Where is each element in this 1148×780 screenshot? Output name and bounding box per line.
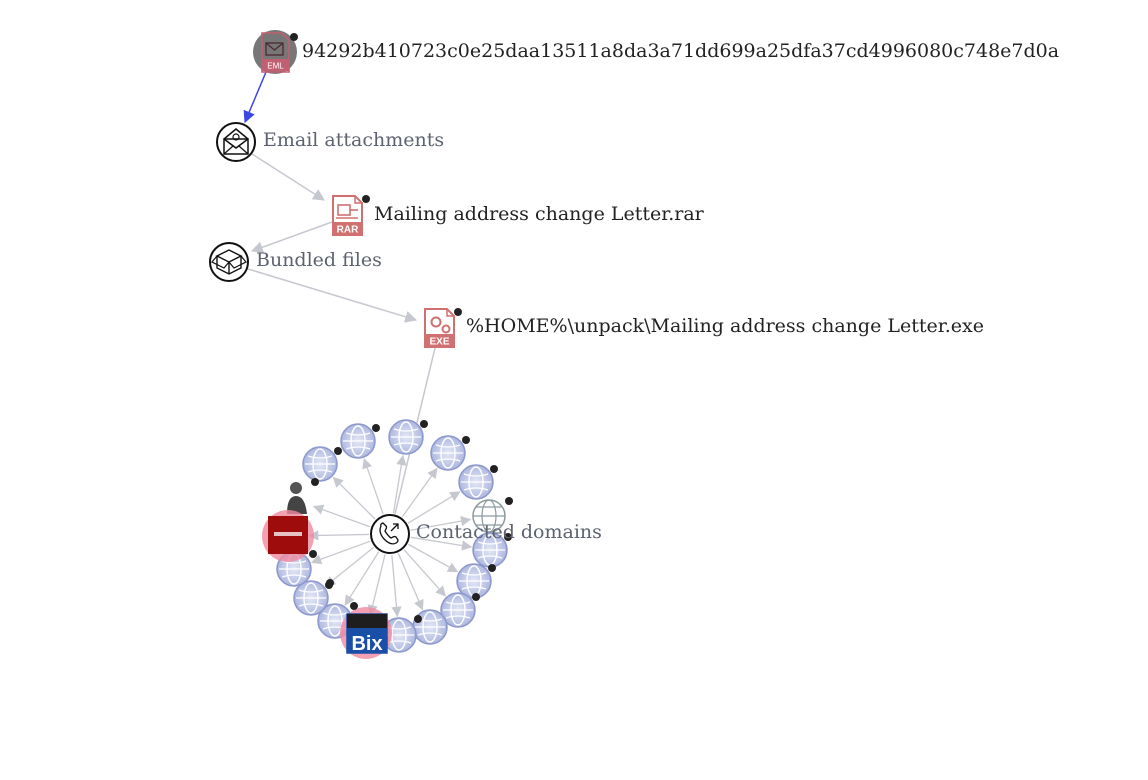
- status-dot: [505, 497, 513, 505]
- envelope-icon: [223, 128, 249, 155]
- domain-edge: [362, 457, 384, 515]
- domain-globe-icon[interactable]: [430, 435, 470, 471]
- rar-file-label[interactable]: Mailing address change Letter.rar: [374, 203, 704, 225]
- status-dot: [350, 602, 358, 610]
- domain-edge: [397, 553, 424, 611]
- contacted-domains-node[interactable]: [370, 514, 410, 554]
- email-attachments-label[interactable]: Email attachments: [263, 129, 445, 151]
- bundled-files-label[interactable]: Bundled files: [256, 249, 382, 271]
- rar-badge: RAR: [337, 225, 359, 236]
- rar-file-icon: RAR: [332, 195, 363, 236]
- exe-file-node[interactable]: EXE: [424, 308, 462, 348]
- status-dot: [311, 478, 319, 486]
- eml-badge: EML: [267, 62, 284, 71]
- status-dot: [362, 195, 370, 203]
- domain-globe-icon[interactable]: [458, 464, 498, 500]
- box-icon: [211, 249, 247, 275]
- domain-edge: [407, 491, 461, 524]
- status-dot: [472, 593, 480, 601]
- bundled-files-node[interactable]: [209, 242, 249, 282]
- exe-file-label[interactable]: %HOME%\unpack\Mailing address change Let…: [466, 315, 984, 337]
- bix-site-thumbnail[interactable]: Bix: [340, 602, 392, 659]
- domain-edge: [392, 454, 407, 514]
- root-node-label[interactable]: 94292b410723c0e25daa13511a8da3a71dd699a2…: [302, 40, 1060, 62]
- domain-edge: [408, 543, 459, 573]
- status-dot: [334, 447, 342, 455]
- domain-edges: [307, 454, 473, 618]
- domain-edge: [410, 515, 472, 531]
- status-dot: [490, 465, 498, 473]
- domain-nodes: [276, 419, 512, 653]
- domain-edge: [410, 536, 473, 551]
- domain-globe-icon[interactable]: [440, 592, 480, 628]
- domain-edge: [403, 549, 447, 597]
- status-dot: [309, 550, 317, 558]
- domain-globe-icon[interactable]: [456, 563, 496, 599]
- status-dot: [290, 33, 298, 41]
- status-dot: [414, 615, 422, 623]
- root-node[interactable]: EML: [253, 30, 298, 74]
- red-site-thumbnail[interactable]: [262, 510, 317, 562]
- grey-globe-icon[interactable]: [472, 497, 513, 533]
- status-dot: [488, 564, 496, 572]
- status-dot: [504, 533, 512, 541]
- domain-edge: [310, 540, 371, 565]
- edge-rar-to-bundled-files: [250, 221, 333, 253]
- exe-file-icon: EXE: [424, 308, 455, 348]
- domain-edge: [344, 551, 380, 606]
- email-attachments-node[interactable]: [216, 122, 256, 162]
- status-dot: [372, 424, 380, 432]
- domain-edge: [401, 467, 438, 518]
- status-dot: [454, 308, 462, 316]
- edge-bundled-files-to-exe: [247, 268, 418, 323]
- edge-root-to-email-attachments: [243, 71, 267, 124]
- domain-edge: [307, 530, 370, 541]
- edge-email-attachments-to-rar: [251, 153, 326, 201]
- status-dot: [420, 420, 428, 428]
- contacted-domains-label[interactable]: Contacted domains: [416, 521, 602, 543]
- person-thumbnail[interactable]: [283, 478, 319, 514]
- status-dot: [326, 579, 334, 587]
- domain-edge: [391, 554, 402, 618]
- domain-globe-icon[interactable]: [340, 423, 380, 459]
- domain-edge: [367, 554, 386, 616]
- domain-edge: [312, 504, 371, 528]
- bix-thumbnail-text: Bix: [351, 633, 382, 655]
- phone-call-icon: [379, 522, 399, 545]
- rar-file-node[interactable]: RAR: [332, 195, 370, 236]
- domain-edge: [332, 476, 376, 520]
- exe-badge: EXE: [429, 337, 449, 348]
- status-dot: [462, 436, 470, 444]
- eml-file-icon: EML: [261, 32, 290, 73]
- domain-edge: [324, 546, 375, 587]
- domain-globe-icon[interactable]: [302, 446, 342, 482]
- domain-globe-icon[interactable]: [388, 419, 428, 455]
